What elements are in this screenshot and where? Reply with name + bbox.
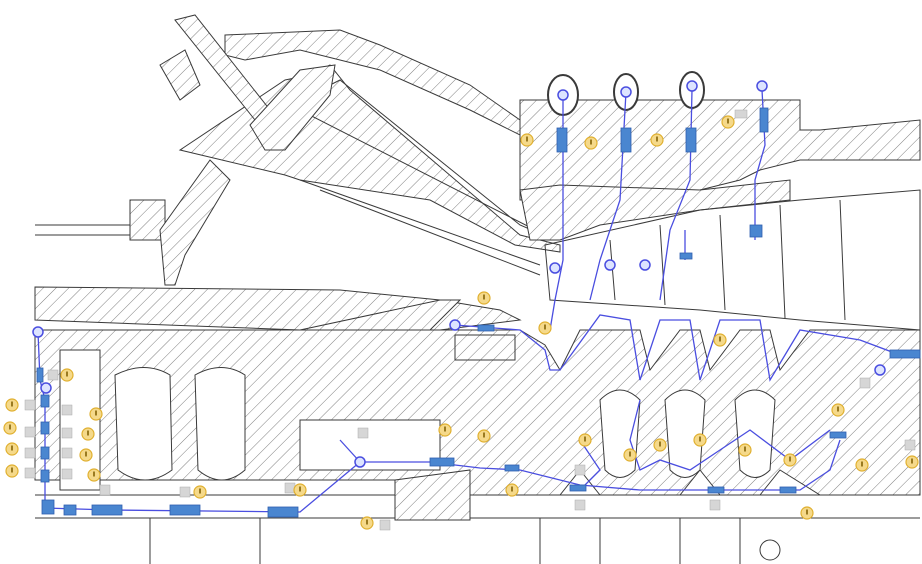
thermometer-node-icon bbox=[5, 398, 19, 412]
rotor-cavity-7 bbox=[299, 419, 441, 471]
orifice-element-icon bbox=[40, 446, 50, 460]
rotor-cavity-5 bbox=[664, 389, 706, 478]
injector-flange bbox=[159, 49, 201, 101]
thermometer-node-icon bbox=[905, 455, 919, 469]
rotor-cavity-2 bbox=[194, 367, 246, 481]
pipe-element-icon bbox=[707, 486, 725, 494]
coupling bbox=[394, 469, 471, 521]
orifice-element-icon bbox=[40, 469, 50, 483]
boundary-node-icon bbox=[874, 364, 886, 376]
thermometer-node-icon bbox=[578, 433, 592, 447]
pipe-element-icon bbox=[169, 504, 201, 516]
thermometer-node-icon bbox=[693, 433, 707, 447]
pipe-element-icon bbox=[91, 504, 123, 516]
combustor-casing bbox=[224, 29, 521, 136]
thermometer-node-icon bbox=[60, 368, 74, 382]
pipe-element-icon bbox=[889, 349, 921, 359]
thermometer-node-icon bbox=[477, 429, 491, 443]
pipe-element-icon bbox=[749, 224, 763, 238]
pipe-element-icon bbox=[504, 464, 520, 472]
pipe-element-icon bbox=[267, 506, 299, 518]
pipe-element-icon bbox=[679, 252, 693, 260]
bolt bbox=[454, 334, 516, 361]
turbine-outer-casing bbox=[519, 99, 921, 201]
boundary-node-icon bbox=[756, 80, 768, 92]
boundary-node-icon bbox=[620, 86, 632, 98]
pipe-element-icon bbox=[41, 499, 55, 515]
thermometer-node-icon bbox=[293, 483, 307, 497]
thermometer-node-icon bbox=[800, 506, 814, 520]
thermometer-node-icon bbox=[3, 421, 17, 435]
pipe-element-icon bbox=[620, 127, 632, 153]
swirler bbox=[249, 64, 336, 151]
pipe-element-icon bbox=[477, 324, 495, 332]
thermometer-node-icon bbox=[855, 458, 869, 472]
casing-structure bbox=[34, 14, 921, 564]
thermometer-node-icon bbox=[738, 443, 752, 457]
thermometer-node-icon bbox=[505, 483, 519, 497]
boundary-node-icon bbox=[354, 456, 366, 468]
orifice-element-icon bbox=[829, 431, 847, 439]
thermometer-node-icon bbox=[87, 468, 101, 482]
boundary-node-icon bbox=[639, 259, 651, 271]
boundary-node-icon bbox=[557, 89, 569, 101]
thermometer-node-icon bbox=[520, 133, 534, 147]
thermometer-node-icon bbox=[584, 136, 598, 150]
orifice-element-icon bbox=[40, 421, 50, 435]
pipe-element-icon bbox=[63, 504, 77, 516]
thermometer-node-icon bbox=[653, 438, 667, 452]
rotor-cavity-4 bbox=[599, 389, 641, 478]
pipe-element-icon bbox=[556, 127, 568, 153]
pipe-element-icon bbox=[569, 484, 587, 492]
boundary-node-icon bbox=[32, 326, 44, 338]
orifice-element-icon bbox=[40, 394, 50, 408]
rotor-cavity-1 bbox=[114, 367, 173, 481]
thermometer-node-icon bbox=[538, 321, 552, 335]
boundary-node-icon bbox=[686, 80, 698, 92]
thermometer-node-icon bbox=[438, 423, 452, 437]
pipe-element-icon bbox=[779, 486, 797, 494]
thermometer-node-icon bbox=[650, 133, 664, 147]
flange bbox=[129, 199, 166, 241]
thermometer-node-icon bbox=[623, 448, 637, 462]
boundary-node-icon bbox=[549, 262, 561, 274]
pipe-element-icon bbox=[759, 107, 769, 133]
boundary-node-icon bbox=[40, 382, 52, 394]
thermometer-node-icon bbox=[831, 403, 845, 417]
bearing-circle bbox=[759, 539, 781, 561]
pipe-element-icon bbox=[685, 127, 697, 153]
boundary-node-icon bbox=[449, 319, 461, 331]
thermometer-node-icon bbox=[5, 442, 19, 456]
thermometer-node-icon bbox=[5, 464, 19, 478]
thermometer-node-icon bbox=[79, 448, 93, 462]
thermometer-node-icon bbox=[193, 485, 207, 499]
boundary-node-icon bbox=[604, 259, 616, 271]
thermometer-node-icon bbox=[360, 516, 374, 530]
pipe-element-icon bbox=[429, 457, 455, 467]
thermometer-node-icon bbox=[783, 453, 797, 467]
thermometer-node-icon bbox=[89, 407, 103, 421]
flow-elements bbox=[36, 107, 921, 518]
resistor-blocks bbox=[24, 109, 916, 531]
thermometer-node-icon bbox=[713, 333, 727, 347]
thermometer-node-icon bbox=[721, 115, 735, 129]
thermometer-node-icon bbox=[477, 291, 491, 305]
orifice-element-icon bbox=[36, 367, 44, 383]
casing-web bbox=[159, 159, 231, 286]
thermometer-node-icon bbox=[81, 427, 95, 441]
vane-carrier bbox=[519, 179, 791, 241]
